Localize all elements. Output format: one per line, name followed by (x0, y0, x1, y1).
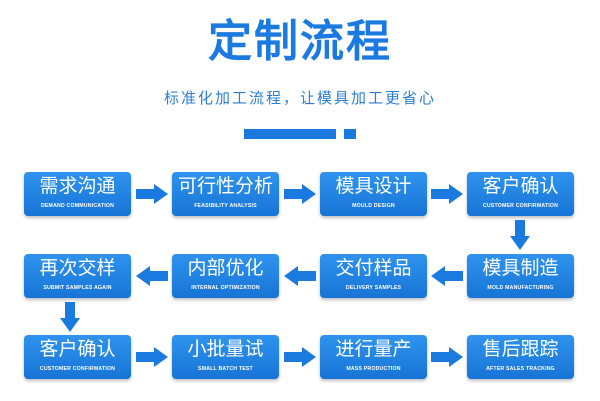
arrow-right-icon (431, 184, 463, 204)
step-sublabel: CUSTOMER CONFIRMATION (482, 203, 559, 209)
step-internal-optimization: 内部优化 INTERNAL OPTIMIZATION (172, 254, 279, 298)
step-demand-communication: 需求沟通 DEMAND COMMUNICATION (24, 172, 131, 216)
page-title: 定制流程 (208, 16, 392, 67)
step-mould-design: 模具设计 MOULD DESIGN (320, 172, 427, 216)
step-label: 小批量试 (187, 338, 264, 360)
step-label: 客户确认 (482, 175, 559, 197)
step-sublabel: MOULD DESIGN (352, 203, 395, 209)
step-label: 模具制造 (482, 257, 559, 279)
step-sublabel: AFTER SALES TRACKING (486, 366, 555, 372)
arrow-right-icon (284, 184, 316, 204)
step-sublabel: MOLD MANUFACTURING (487, 285, 554, 291)
step-label: 需求沟通 (39, 175, 116, 197)
arrow-left-icon (431, 266, 463, 286)
step-mass-production: 进行量产 MASS PRODUCTION (320, 335, 427, 379)
step-label: 售后跟踪 (482, 338, 559, 360)
step-label: 客户确认 (39, 338, 116, 360)
step-customer-confirmation-1: 客户确认 CUSTOMER CONFIRMATION (467, 172, 574, 216)
step-sublabel: CUSTOMER CONFIRMATION (39, 366, 116, 372)
step-sublabel: SUBMIT SAMPLES AGAIN (43, 285, 112, 291)
arrow-down-icon (60, 302, 80, 332)
step-sublabel: DELIVERY SAMPLES (345, 285, 402, 291)
step-submit-samples-again: 再次交样 SUBMIT SAMPLES AGAIN (24, 254, 131, 298)
step-label: 交付样品 (335, 257, 412, 279)
step-delivery-samples: 交付样品 DELIVERY SAMPLES (320, 254, 427, 298)
step-label: 可行性分析 (177, 175, 273, 197)
step-small-batch-test: 小批量试 SMALL BATCH TEST (172, 335, 279, 379)
step-after-sales-tracking: 售后跟踪 AFTER SALES TRACKING (467, 335, 574, 379)
title-underline-short (344, 129, 356, 139)
step-label: 内部优化 (187, 257, 264, 279)
step-sublabel: FEASIBILITY ANALYSIS (194, 203, 257, 209)
page-subtitle: 标准化加工流程，让模具加工更省心 (163, 89, 436, 107)
step-sublabel: SMALL BATCH TEST (198, 366, 253, 372)
arrow-left-icon (284, 266, 316, 286)
arrow-left-icon (136, 266, 168, 286)
step-customer-confirmation-2: 客户确认 CUSTOMER CONFIRMATION (24, 335, 131, 379)
arrow-right-icon (136, 184, 168, 204)
step-feasibility-analysis: 可行性分析 FEASIBILITY ANALYSIS (172, 172, 279, 216)
arrow-right-icon (431, 347, 463, 367)
step-sublabel: MASS PRODUCTION (346, 366, 401, 372)
step-sublabel: INTERNAL OPTIMIZATION (191, 285, 260, 291)
step-label: 进行量产 (335, 338, 412, 360)
arrow-right-icon (136, 347, 168, 367)
step-label: 再次交样 (39, 257, 116, 279)
title-underline-long (244, 129, 336, 139)
step-sublabel: DEMAND COMMUNICATION (40, 203, 115, 209)
arrow-down-icon (510, 220, 530, 250)
step-mold-manufacturing: 模具制造 MOLD MANUFACTURING (467, 254, 574, 298)
step-label: 模具设计 (335, 175, 412, 197)
arrow-right-icon (284, 347, 316, 367)
